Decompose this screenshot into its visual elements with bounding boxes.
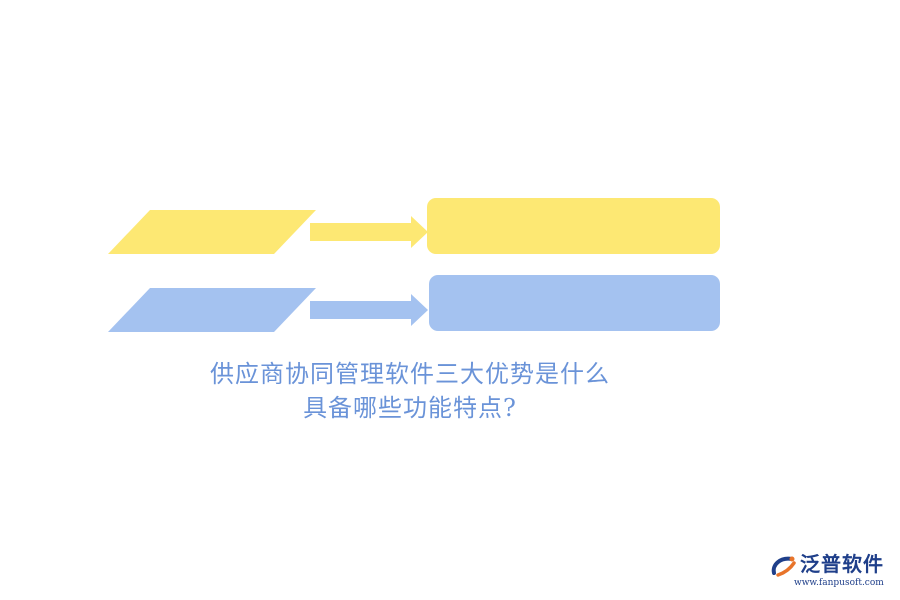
blue-parallelogram [108, 288, 316, 332]
yellow-parallelogram [108, 210, 316, 254]
logo-url: www.fanpusoft.com [794, 578, 884, 588]
logo-name: 泛普软件 [800, 552, 884, 576]
fanpu-logo-mark-icon [771, 556, 796, 577]
title-line-1: 供应商协同管理软件三大优势是什么 [210, 360, 610, 388]
blue-box [429, 275, 720, 331]
yellow-box [427, 198, 720, 254]
title-line-2: 具备哪些功能特点? [303, 394, 517, 422]
blue-arrow [310, 294, 428, 326]
yellow-arrow [310, 216, 428, 248]
fanpu-logo: 泛普软件 www.fanpusoft.com [770, 551, 895, 596]
